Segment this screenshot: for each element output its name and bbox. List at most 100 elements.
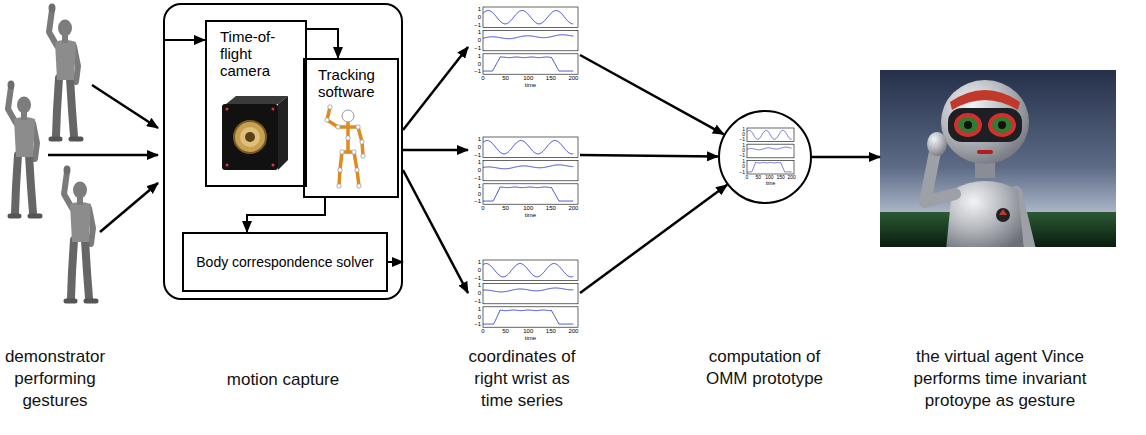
wrist-trajectory	[483, 141, 573, 154]
tick-label: 0	[468, 191, 481, 198]
tick-label: 50	[494, 205, 518, 212]
tof-camera-picture	[226, 96, 288, 104]
tick-label: 100	[759, 175, 779, 181]
plot-frame	[483, 184, 578, 204]
tof-camera-picture	[272, 108, 275, 111]
tick-label: 1	[468, 183, 481, 190]
plot-frame	[483, 260, 578, 280]
stage-caption: demonstrator performing gestures	[0, 346, 110, 412]
stage-caption: computation of OMM prototype	[702, 346, 827, 390]
tick-label: −1	[468, 275, 481, 282]
time-series-plot: 10−110−110−1050100150200time	[468, 135, 580, 221]
vince-render	[990, 115, 1014, 135]
skeleton-tracking-figure	[354, 152, 359, 186]
stage-caption: coordinates of right wrist as time serie…	[462, 346, 582, 412]
tick-label: 0	[468, 267, 481, 274]
tick-label: 50	[494, 75, 518, 82]
wrist-trajectory	[483, 310, 573, 324]
time-series-plot: 10−110−110−1050100150200time	[468, 258, 580, 344]
tick-label: −1	[468, 68, 481, 75]
time-series-chart: 10−110−110−1050100150200time	[468, 5, 580, 91]
tick-label: 0	[468, 167, 481, 174]
vince-render	[999, 209, 1007, 215]
skeleton-tracking-figure	[337, 184, 341, 188]
tick-label: 0	[471, 205, 495, 212]
wrist-trajectory	[747, 147, 792, 150]
flow-arrow	[403, 170, 468, 293]
prototype-circle: computation of OMM prototype10−110−110−1…	[718, 110, 812, 204]
skeleton-tracking-figure	[361, 154, 365, 158]
demonstrator-figures	[49, 4, 82, 140]
skeleton-tracking-figure	[342, 110, 354, 122]
process-box: Time-of-flight camera	[205, 20, 307, 187]
input-arrows	[100, 183, 158, 232]
wrist-trajectory	[483, 187, 573, 201]
tick-label: 200	[561, 75, 585, 82]
wrist-trajectory	[747, 162, 792, 171]
vince-render	[956, 115, 980, 135]
tof-camera-picture	[222, 104, 278, 170]
tof-camera-picture	[226, 164, 229, 167]
vince-render	[964, 121, 972, 129]
flow-arrow	[247, 198, 325, 232]
vince-render	[925, 152, 955, 202]
vince-render	[941, 80, 1029, 164]
wrist-trajectory	[483, 11, 573, 24]
tick-label: 200	[782, 175, 802, 181]
tick-label: −1	[468, 298, 481, 305]
time-series-chart: 10−110−110−1050100150200time	[468, 258, 580, 344]
tick-label: 1	[468, 136, 481, 143]
flow-arrow	[403, 47, 468, 130]
tick-label: 1	[468, 159, 481, 166]
vince-render	[950, 90, 1020, 110]
skeleton-tracking-figure	[328, 105, 332, 109]
wrist-trajectory	[483, 288, 573, 292]
flow-arrow	[403, 149, 468, 152]
tof-camera-picture	[272, 164, 275, 167]
flow-arrow	[307, 29, 338, 58]
tof-camera-picture	[234, 121, 266, 153]
stage-caption: motion capture	[183, 369, 383, 391]
tick-label: 0	[471, 75, 495, 82]
flow-arrow	[163, 39, 205, 41]
plot-frame	[747, 160, 794, 174]
demonstrator-figures	[8, 4, 97, 302]
connector-layer	[163, 29, 880, 293]
process-group-box: motion captureTime-of-flight cameraTrack…	[163, 3, 403, 300]
time-series-plot: 10−110−110−1050100150200time	[468, 5, 580, 91]
axis-title: time	[747, 181, 794, 187]
plot-frame	[483, 160, 578, 180]
box-label: Tracking software	[318, 66, 384, 100]
tick-label: 1	[468, 29, 481, 36]
tick-label: 200	[561, 328, 585, 335]
skeleton-tracking-figure	[356, 125, 360, 129]
process-box: Body correspondence solver	[182, 232, 388, 292]
tick-label: 0	[468, 37, 481, 44]
tick-label: 0	[468, 314, 481, 321]
skeleton-tracking-figure	[327, 107, 338, 127]
agent-render: the virtual agent Vince performs time in…	[880, 70, 1116, 247]
tick-label: 1	[468, 282, 481, 289]
tof-camera-picture	[226, 108, 229, 111]
plot-frame	[483, 283, 578, 303]
tick-label: −1	[468, 321, 481, 328]
tick-label: 150	[539, 328, 563, 335]
skeleton-tracking-figure	[355, 168, 359, 172]
flow-arrow	[812, 156, 880, 159]
tick-label: 1	[468, 6, 481, 13]
skeleton-tracking-figure	[325, 105, 365, 188]
tick-label: 1	[468, 306, 481, 313]
skeleton-tracking-figure	[336, 125, 340, 129]
tof-camera-picture	[278, 96, 288, 170]
flow-arrow	[580, 155, 718, 156]
plot-frame	[483, 54, 578, 74]
plot-frame	[483, 137, 578, 157]
vince-render	[927, 132, 947, 156]
tick-label: −1	[468, 152, 481, 159]
vince-render	[996, 208, 1010, 222]
wrist-trajectory	[483, 35, 573, 39]
input-arrows	[92, 85, 158, 128]
demonstrator-figures	[64, 166, 97, 302]
stage-caption: the virtual agent Vince performs time in…	[910, 346, 1090, 412]
